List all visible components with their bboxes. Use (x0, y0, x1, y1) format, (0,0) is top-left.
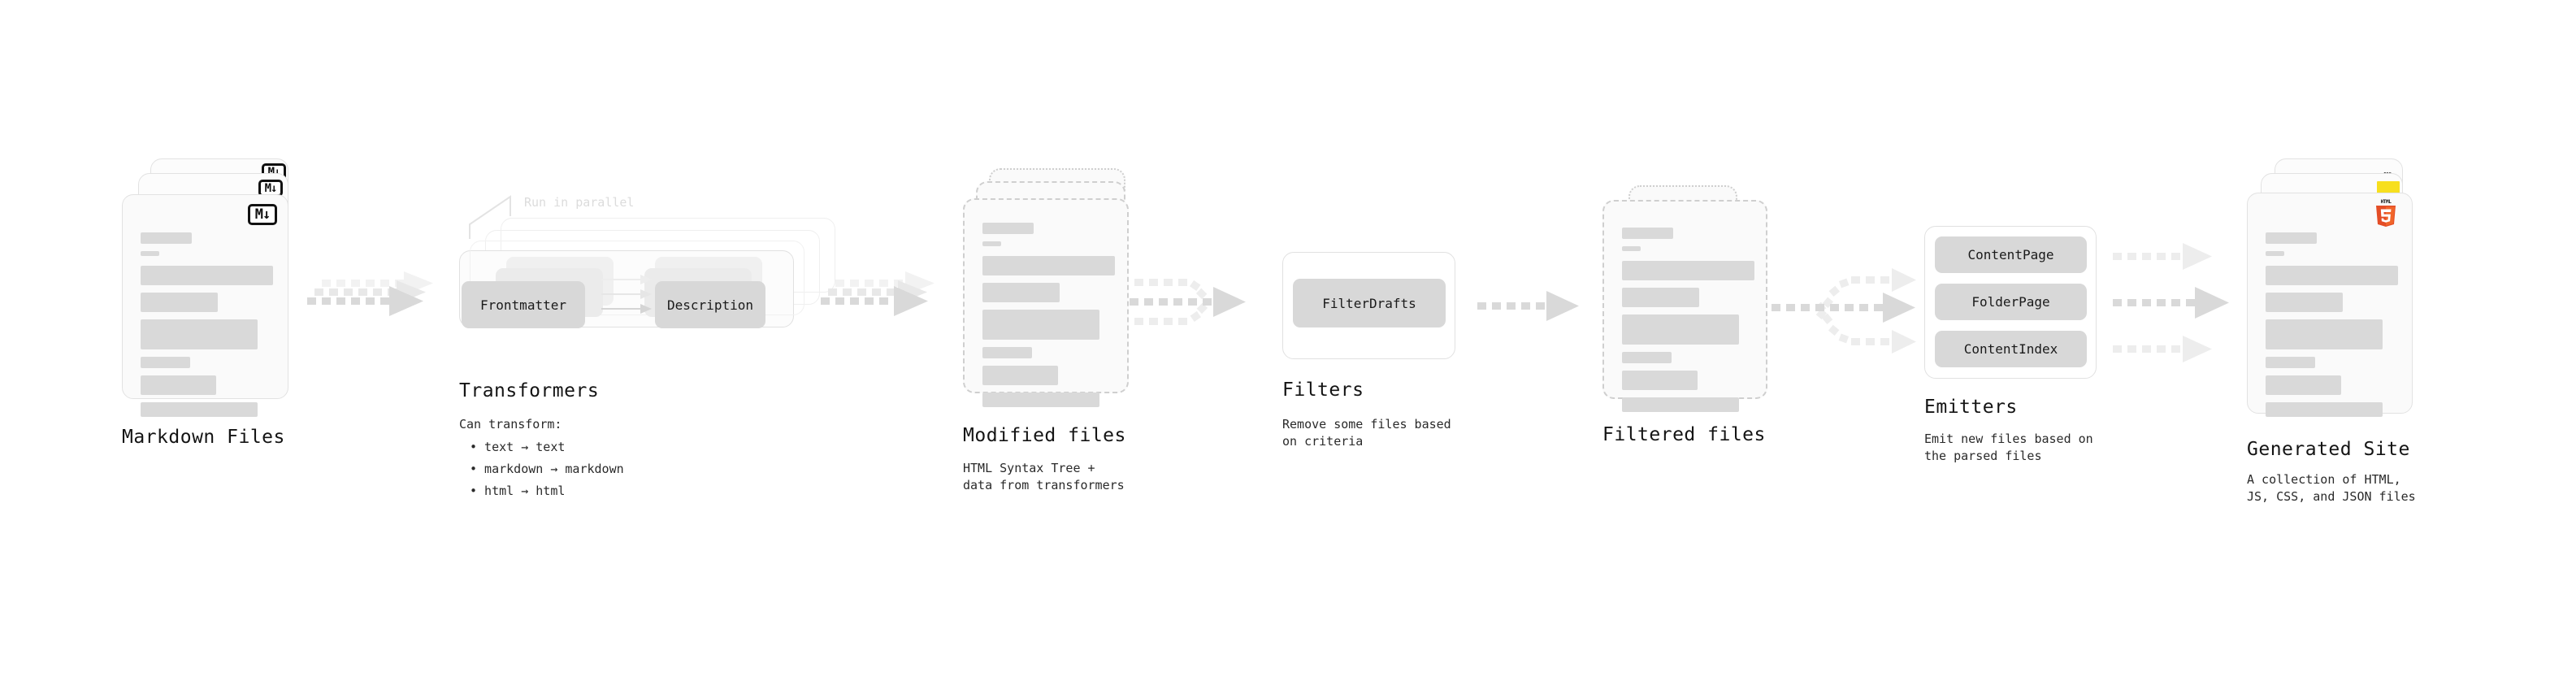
placeholder-bar (2266, 375, 2341, 395)
placeholder-bar (982, 366, 1058, 385)
placeholder-bar (1622, 371, 1698, 390)
placeholder-bar (1622, 352, 1672, 363)
placeholder-bar (2266, 402, 2383, 417)
filter-chip-filterdrafts[interactable]: FilterDrafts (1293, 279, 1446, 327)
placeholder-bar (1622, 246, 1641, 251)
markdown-badge-mid: M↓ (258, 180, 283, 197)
placeholder-bar (982, 393, 1099, 407)
placeholder-bar (141, 357, 190, 368)
arrow-modified-to-filters (1130, 279, 1246, 325)
generated-site-placeholder-bars (2266, 232, 2398, 424)
placeholder-bar (982, 310, 1099, 340)
arrow-filtered-to-emitters (1772, 268, 1916, 354)
generated-site-subtitle: A collection of HTML, JS, CSS, and JSON … (2247, 472, 2416, 504)
placeholder-bar (1622, 261, 1754, 280)
placeholder-bar (141, 251, 159, 256)
markdown-file-card-front (122, 194, 288, 417)
js-badge (2377, 181, 2400, 194)
svg-text:HTML: HTML (2381, 199, 2392, 205)
transformers-bullet-2: • html → html (470, 484, 566, 498)
placeholder-bar (982, 256, 1115, 275)
generated-file-card-html (2247, 193, 2413, 417)
transformers-bullet-0: • text → text (470, 440, 566, 454)
transformers-subtitle: Can transform: (459, 417, 562, 432)
transformers-bullet-1: • markdown → markdown (470, 462, 624, 476)
markdown-file-placeholder-bars (141, 232, 273, 424)
placeholder-bar (141, 293, 218, 312)
stage-title-markdown-files: Markdown Files (122, 427, 285, 448)
placeholder-bar (141, 266, 273, 285)
placeholder-bar (982, 223, 1034, 234)
emitters-subtitle: Emit new files based on the parsed files (1924, 432, 2093, 463)
stage-title-emitters: Emitters (1924, 397, 2018, 418)
transformer-chip-description[interactable]: Description (655, 281, 765, 328)
filtered-file-card-front (1602, 200, 1767, 412)
placeholder-bar (1622, 228, 1673, 239)
placeholder-bar (982, 347, 1032, 358)
placeholder-bar (2266, 319, 2383, 349)
emitter-chip-folderpage[interactable]: FolderPage (1935, 284, 2087, 320)
transformers-internal-arrows (601, 275, 652, 314)
arrow-transformers-to-modified (821, 271, 935, 316)
placeholder-bar (1622, 397, 1739, 412)
placeholder-bar (2266, 251, 2284, 256)
filters-subtitle: Remove some files based on criteria (1282, 417, 1451, 449)
stage-title-filtered-files: Filtered files (1602, 424, 1766, 445)
placeholder-bar (141, 232, 192, 244)
placeholder-bar (2266, 357, 2315, 368)
placeholder-bar (1622, 314, 1739, 345)
run-in-parallel-label: Run in parallel (524, 195, 635, 210)
stage-title-generated-site: Generated Site (2247, 439, 2410, 460)
arrow-filters-to-filtered (1477, 291, 1579, 321)
placeholder-bar (141, 375, 216, 395)
placeholder-bar (982, 283, 1060, 302)
transformer-chip-frontmatter[interactable]: Frontmatter (462, 281, 585, 328)
placeholder-bar (1622, 288, 1699, 307)
html5-badge: HTML (2373, 197, 2399, 228)
markdown-badge-front: M↓ (248, 204, 277, 225)
emitter-chip-contentpage[interactable]: ContentPage (1935, 236, 2087, 273)
modified-file-placeholder-bars (982, 223, 1115, 414)
run-in-parallel-bracket (469, 195, 511, 239)
modified-files-subtitle: HTML Syntax Tree + data from transformer… (963, 461, 1125, 492)
placeholder-bar (2266, 293, 2343, 312)
stage-title-transformers: Transformers (459, 380, 600, 401)
placeholder-bar (2266, 232, 2317, 244)
placeholder-bar (2266, 266, 2398, 285)
transformers-inner-ghost-1 (470, 241, 804, 315)
modified-file-card-front (963, 198, 1129, 407)
filtered-file-placeholder-bars (1622, 228, 1754, 419)
placeholder-bar (141, 319, 258, 349)
stage-title-modified-files: Modified files (963, 425, 1126, 446)
arrow-markdown-to-transformers (307, 271, 433, 316)
placeholder-bar (141, 402, 258, 417)
arrow-emitters-to-site (2113, 243, 2229, 362)
stage-title-filters: Filters (1282, 380, 1364, 401)
emitter-chip-contentindex[interactable]: ContentIndex (1935, 331, 2087, 367)
placeholder-bar (982, 241, 1001, 246)
